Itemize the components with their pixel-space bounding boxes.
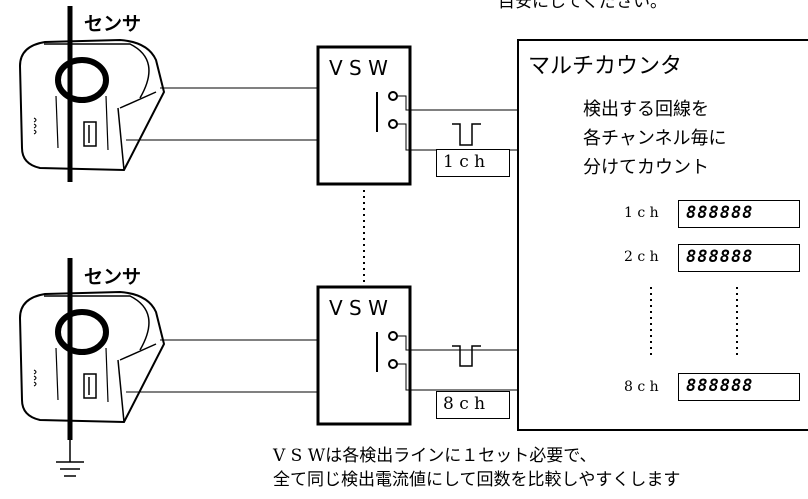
channel-tag-label: 8 c h (443, 394, 486, 414)
sensor-hole (55, 309, 109, 355)
vsw-box-bottom (316, 285, 412, 426)
vsw-box-top (316, 45, 412, 186)
counter-title: マルチカウンタ (528, 54, 683, 79)
vsw-label-top: V S W (329, 56, 388, 80)
sensor-terminal (83, 121, 97, 147)
counter-desc-line: 分けてカウント (583, 157, 709, 178)
counter-display-8ch: 888888 (678, 373, 800, 401)
counter-desc-line: 検出する回線を (583, 99, 709, 120)
pulse-icon (452, 345, 481, 367)
top-note: 目安にしてください。 (498, 0, 667, 12)
counter-row-label: 8 c h (624, 379, 659, 395)
channel-tag-label: 1 c h (443, 152, 486, 172)
sensor-terminal (83, 373, 97, 399)
sensor-hole (55, 57, 109, 103)
sensor-wires (126, 87, 318, 393)
sensor-top-face (44, 295, 150, 351)
multi-counter-box (517, 39, 808, 431)
sensor-label-top: センサ (84, 13, 142, 35)
channel-tag-1ch: 1 c h (436, 149, 510, 177)
ground-icon (56, 440, 84, 477)
vsw-label-bottom: V S W (329, 296, 388, 320)
sensor-body-outline (18, 38, 166, 172)
sensor-label-bottom: センサ (84, 266, 142, 288)
current-sensor-bottom (18, 258, 166, 440)
counter-display-value: 888888 (686, 203, 754, 223)
counter-display-1ch: 888888 (678, 200, 800, 228)
footer-line: V S Wは各検出ラインに１セット必要で、 (273, 446, 597, 466)
sensor-top-face (44, 43, 150, 99)
channel-tag-8ch: 8 c h (436, 391, 510, 419)
counter-desc-line: 各チャンネル毎に (583, 128, 727, 149)
counter-row-label: 1 c h (624, 205, 659, 221)
current-sensor-top (18, 6, 166, 182)
counter-display-value: 888888 (686, 247, 754, 267)
footer-line: 全て同じ検出電流値にして回数を比較しやすくします (273, 470, 681, 490)
counter-row-label: 2 c h (624, 249, 659, 265)
counter-display-value: 888888 (686, 376, 754, 396)
counter-display-2ch: 888888 (678, 244, 800, 272)
pulse-icon (452, 123, 481, 146)
sensor-body-outline (18, 290, 166, 424)
